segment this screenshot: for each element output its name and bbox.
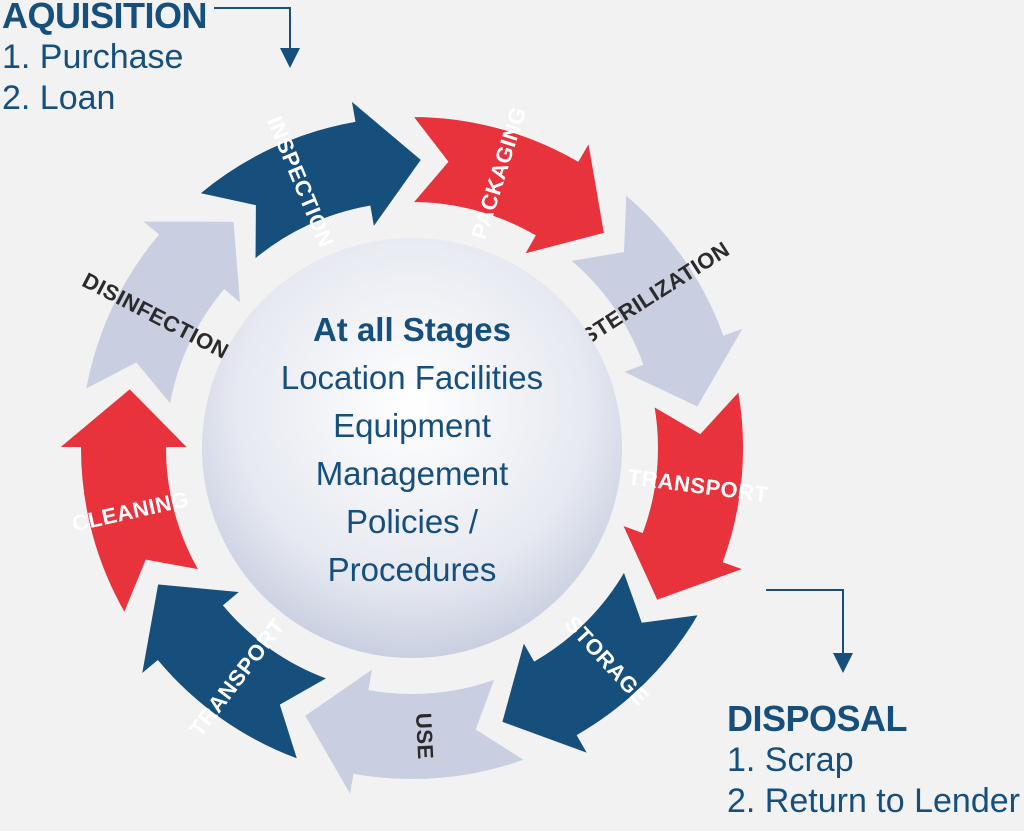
center-title: At all Stages — [313, 311, 511, 348]
center-line: Management — [316, 455, 509, 492]
center-line: Equipment — [333, 407, 491, 444]
stage-arrow-use — [302, 665, 528, 800]
disposal-item: 2. Return to Lender — [727, 781, 1020, 820]
acquisition-heading: AQUISITION — [2, 0, 208, 36]
stage-arrow-cleaning — [55, 386, 202, 617]
stage-arrow-inspection — [196, 96, 424, 263]
center-line: Procedures — [328, 551, 497, 588]
stage-arrow-storage — [499, 568, 702, 757]
stage-arrow-disinfection — [83, 219, 243, 408]
disposal-heading: DISPOSAL — [727, 698, 908, 739]
center-hub — [202, 238, 622, 658]
stage-arrow-sterilization — [567, 191, 747, 410]
stage-arrow-transport — [619, 388, 748, 603]
disposal-connector — [766, 589, 853, 673]
acquisition-connector — [214, 7, 300, 68]
acquisition-item: 2. Loan — [2, 78, 116, 117]
acquisition-block: AQUISITION 1. Purchase 2. Loan — [2, 0, 208, 119]
disposal-item: 1. Scrap — [727, 741, 854, 780]
center-text: At all Stages Location Facilities Equipm… — [281, 311, 543, 588]
center-line: Policies / — [346, 503, 479, 540]
stage-arrow-transport — [139, 582, 331, 762]
disposal-block: DISPOSAL 1. Scrap 2. Return to Lender — [727, 697, 1020, 822]
center-line: Location Facilities — [281, 359, 543, 396]
acquisition-item: 1. Purchase — [2, 38, 184, 77]
stage-label: USE — [411, 712, 438, 760]
stage-arrow-packaging — [409, 114, 607, 257]
